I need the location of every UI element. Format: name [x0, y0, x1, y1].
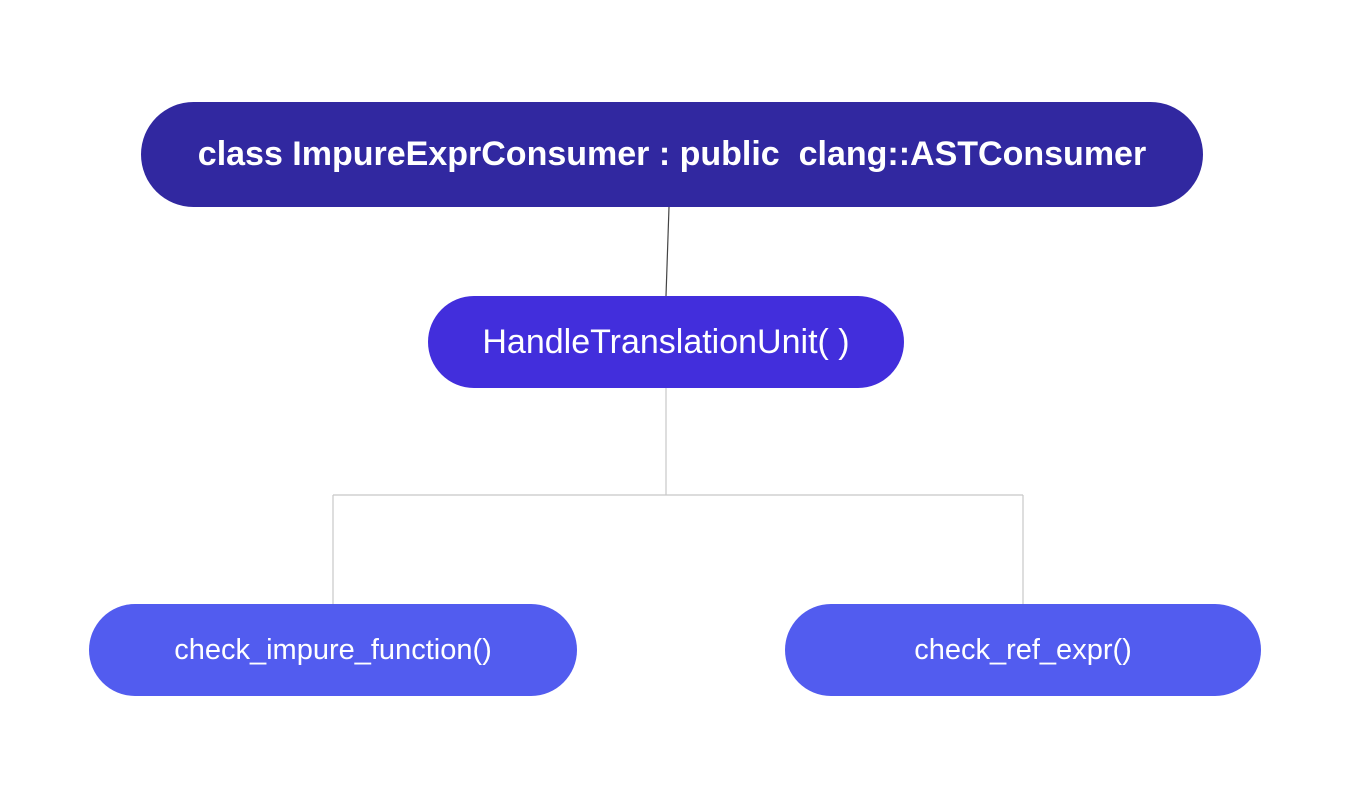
node-root-label: class ImpureExprConsumer : public clang:… — [197, 135, 1147, 173]
node-handle-label: HandleTranslationUnit( ) — [482, 322, 850, 361]
node-check-impure-function: check_impure_function() — [89, 604, 577, 696]
node-impure-label: check_impure_function() — [174, 633, 492, 666]
node-root-class: class ImpureExprConsumer : public clang:… — [141, 102, 1203, 207]
node-ref-label: check_ref_expr() — [914, 633, 1132, 666]
node-check-ref-expr: check_ref_expr() — [785, 604, 1261, 696]
node-handle-translation-unit: HandleTranslationUnit( ) — [428, 296, 904, 388]
edge-root-to-handle — [665, 206, 670, 297]
